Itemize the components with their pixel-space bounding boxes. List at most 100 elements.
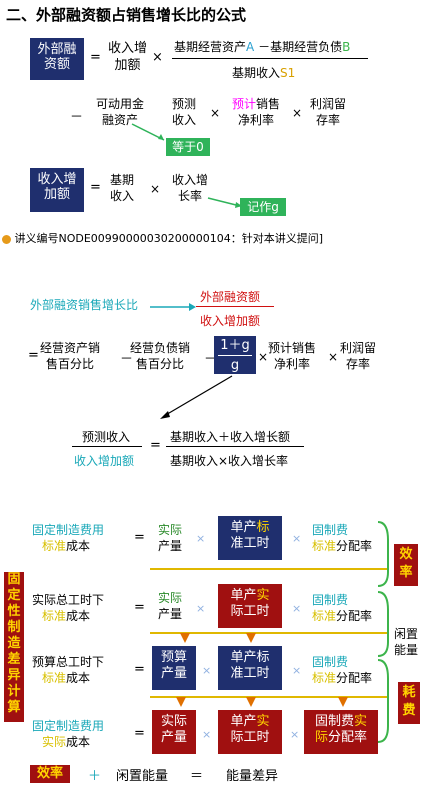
frac-line-1: [196, 306, 274, 307]
rhs-numerator: 基期收入＋收入增长额: [170, 430, 291, 444]
row4-left-2a: 实际: [42, 735, 67, 749]
row1-eq: =: [134, 530, 145, 545]
times-sign: ×: [152, 50, 163, 65]
row3-left-2a: 标准: [42, 671, 67, 685]
asset-pct-1: 经营资产销: [40, 341, 101, 355]
ratio-arrow: [150, 303, 196, 311]
sales-increase-label: 收入增 加额: [108, 40, 147, 74]
side-char-5: 造: [7, 636, 21, 651]
equals-sign-4: =: [150, 438, 161, 453]
side-char-9: 算: [7, 700, 21, 715]
s2-retention-label: 利润留 存率: [340, 340, 376, 372]
row2-c3-c: 准: [324, 609, 337, 623]
row4-left-2b: 成本: [66, 735, 91, 749]
efficiency-1: 效: [399, 547, 413, 562]
row2-c1-b: 产量: [158, 607, 183, 621]
row4-c3: 固制费实 际分配率: [304, 710, 378, 754]
row4-times-1: ×: [202, 728, 212, 741]
times-sign-3: ×: [292, 106, 303, 120]
row3-c1: 预算 产量: [152, 646, 196, 690]
down-arrow-icon: [176, 697, 186, 707]
row4-c1-a: 实际: [160, 714, 187, 729]
sales-margin-label: 预计销售 净利率: [232, 96, 280, 128]
cost-2: 费: [402, 703, 416, 718]
retention-1: 利润留: [310, 97, 347, 111]
divider-row2: [150, 632, 388, 634]
down-arrow-icon: [246, 697, 256, 707]
row2-left: 实际总工时下 标准成本: [32, 592, 104, 624]
tag-a: A: [246, 40, 255, 54]
row2-left-2a: 标准: [42, 609, 67, 623]
row2-c2-a: 单产: [230, 588, 257, 603]
efficiency-2: 率: [399, 565, 413, 580]
s2-retention-2: 存率: [346, 357, 371, 371]
row1-c2-b: 标: [256, 520, 270, 535]
row1-c2: 单产标 准工时: [218, 516, 282, 560]
bottom-plus: ＋: [88, 769, 102, 784]
forecast-highlight: 预计: [232, 97, 257, 111]
row2-left-1: 实际总工时下: [32, 593, 105, 607]
sales-word: 销售: [256, 97, 281, 111]
row4-c3-b: 实: [354, 714, 368, 729]
idle-1: 闲置: [394, 627, 419, 641]
arrow-equals-zero: [131, 123, 165, 141]
row4-c2-b: 实: [256, 714, 270, 729]
row2-c1: 实际 产量: [158, 590, 182, 622]
minus-sign-3: －: [204, 352, 218, 367]
frac-denominator: 收入增加额: [200, 314, 261, 328]
idle-2: 能量: [394, 643, 419, 657]
row4-times-2: ×: [290, 728, 300, 741]
row3-c3-d: 分配率: [336, 671, 373, 685]
equals-sign-3: =: [28, 348, 39, 363]
divider-row1: [150, 568, 388, 570]
row1-c3: 固制费 标准分配率: [312, 522, 372, 554]
efficiency-label-box: 效 率: [394, 544, 418, 586]
row1-c3-c: 准: [324, 539, 337, 553]
row3-times-1: ×: [202, 664, 212, 677]
side-char-8: 计: [7, 684, 21, 699]
down-arrow-icon: [246, 633, 256, 643]
minus-sign-2: －: [120, 352, 134, 367]
row1-c2-c: 准工时: [230, 536, 270, 551]
row3-c3-c: 准: [324, 671, 337, 685]
rhs-denominator: 基期收入×收入增长率: [170, 454, 289, 468]
growth-rate-1: 收入增: [172, 173, 209, 187]
row2-c3-b: 标: [312, 609, 325, 623]
row2-c2: 单产实 ​际工时: [218, 584, 282, 628]
ratio-label: 外部融资销售增长比: [30, 298, 139, 312]
section1-heading: 二、外部融资额占销售增长比的公式: [6, 6, 247, 24]
forecast-income-1: 预测: [172, 97, 197, 111]
row1-left-2b: 成本: [66, 539, 91, 553]
g-fraction-box: 1＋g g: [214, 336, 256, 374]
note-text: 讲义编号NODE00990000030200000104：针对本讲义提问]: [14, 232, 324, 245]
row2-eq: =: [134, 600, 145, 615]
tag-s1: S1: [280, 66, 296, 80]
row3-c3-b: 标: [312, 671, 325, 685]
row1-left-1: 固定制造费用: [32, 523, 105, 537]
financial-assets-2: 融资产: [102, 113, 139, 127]
row3-c2: 单产标 准工时: [218, 646, 282, 690]
base-income-label: 基期 收入: [110, 172, 134, 204]
sales-increase-box: 收入增 加额: [30, 168, 84, 212]
row2-c1-a: 实际: [158, 591, 183, 605]
growth-rate-label: 收入增 长率: [172, 172, 208, 204]
liab-pct-label: 经营负债销 售百分比: [130, 340, 190, 372]
row3-left-2b: 成本: [66, 671, 91, 685]
base-income: 基期收入: [232, 66, 281, 80]
row1-times-2: ×: [292, 532, 302, 545]
row4-left: 固定制造费用 实际成本: [32, 718, 104, 750]
numerator: 基期经营资产A －基期经营负债B: [174, 38, 350, 55]
row2-c3: 固制费 标准分配率: [312, 592, 372, 624]
row2-left-2b: 成本: [66, 609, 91, 623]
row1-left: 固定制造费用 标准成本: [32, 522, 104, 554]
times-sign-2: ×: [210, 106, 221, 120]
financing-amount-label-1: 外部融: [37, 42, 77, 57]
down-arrow-icon: [180, 633, 190, 643]
times-sign-4: ×: [150, 182, 161, 196]
financial-assets-label: 可动用金 融资产: [96, 96, 144, 128]
financial-assets-1: 可动用金: [96, 97, 145, 111]
asset-pct-label: 经营资产销 售百分比: [40, 340, 100, 372]
denote-g-box: 记作g: [240, 198, 286, 216]
row3-eq: =: [134, 662, 145, 677]
financing-amount-label-2: 资额: [43, 57, 70, 72]
